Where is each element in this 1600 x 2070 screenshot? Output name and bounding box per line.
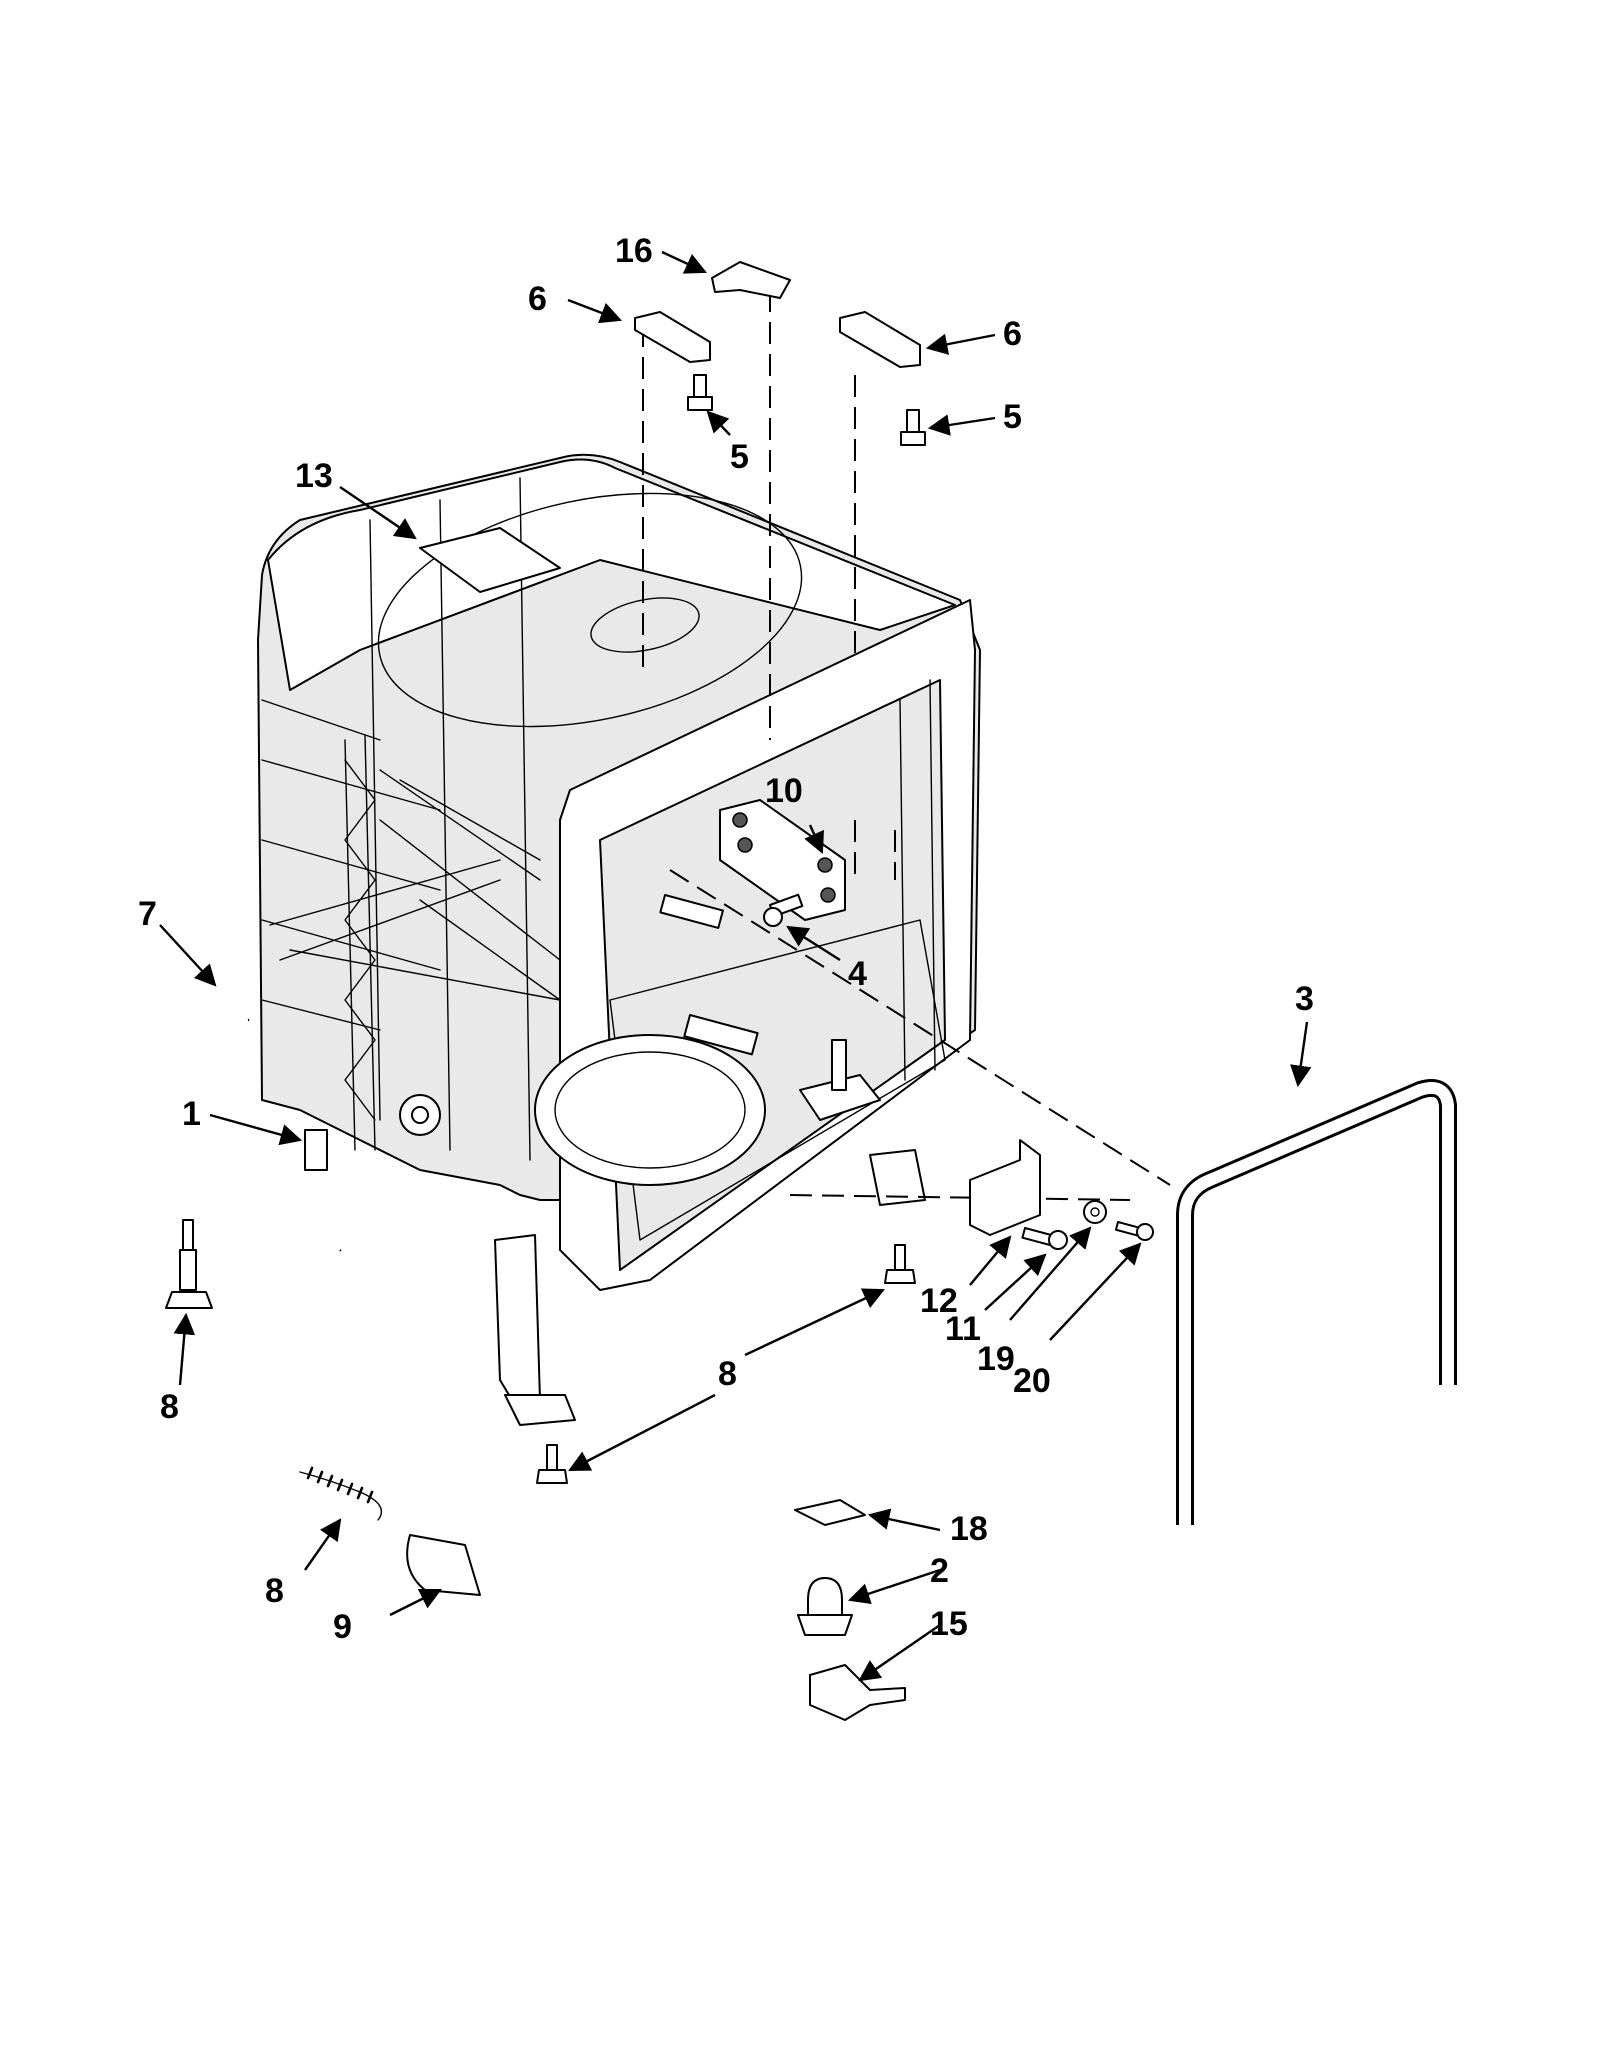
part-5-left — [687, 374, 713, 411]
screw-4 — [763, 893, 804, 927]
part-14 — [809, 1664, 906, 1721]
assembly-line — [789, 1194, 1131, 1201]
callout-18: 9 — [333, 1608, 352, 1646]
part-9 — [299, 1466, 383, 1521]
part-6-right — [839, 311, 921, 368]
callout-19: 19 — [977, 1340, 1015, 1378]
callout-4: 4 — [848, 955, 867, 993]
part-6-left — [634, 311, 711, 363]
part-5-right — [900, 409, 926, 446]
callout-8-left: 8 — [160, 1388, 179, 1426]
callout-6-right: 6 — [1003, 315, 1022, 353]
part-8-middle — [884, 1244, 916, 1284]
part-16 — [711, 261, 791, 299]
callout-2: 18 — [950, 1510, 988, 1548]
callout-20: 20 — [1013, 1362, 1051, 1400]
callout-9: 8 — [265, 1572, 284, 1610]
callout-8-center: 8 — [718, 1355, 737, 1393]
part-8-bottom — [536, 1444, 568, 1484]
callout-1: 1 — [182, 1095, 201, 1133]
callout-6-left: 6 — [528, 280, 547, 318]
assembly-line — [669, 869, 1171, 1186]
bracket-10 — [719, 799, 846, 921]
part-19 — [1083, 1200, 1107, 1224]
part-3-inner — [1179, 1081, 1454, 1525]
leader-lines — [159, 250, 1312, 1682]
callout-3: 3 — [1295, 980, 1314, 1018]
callout-7: 7 — [138, 895, 157, 933]
callout-5-right: 5 — [1003, 398, 1022, 436]
callout-10: 10 — [765, 772, 803, 810]
part-2 — [794, 1499, 866, 1526]
callout-12: 12 — [920, 1282, 958, 1320]
tub-assembly — [257, 453, 981, 1426]
callout-5-left: 5 — [730, 438, 749, 476]
callout-16: 16 — [615, 232, 653, 270]
part-15 — [797, 1577, 853, 1636]
callout-15: 2 — [930, 1552, 949, 1590]
part-20 — [1114, 1221, 1154, 1241]
part-11 — [1021, 1227, 1068, 1250]
part-8-left — [165, 1219, 213, 1309]
part-12 — [969, 1139, 1041, 1236]
callout-14: 15 — [930, 1605, 968, 1643]
callout-13: 13 — [295, 457, 333, 495]
part-18 — [406, 1534, 481, 1596]
part-3 — [1176, 1078, 1457, 1525]
part-7-inner — [141, 1016, 343, 1253]
callout-11: 11 — [945, 1310, 981, 1348]
callout-labels: 16 6 6 5 5 13 10 7 4 3 1 12 11 19 20 8 8… — [138, 232, 1314, 1646]
